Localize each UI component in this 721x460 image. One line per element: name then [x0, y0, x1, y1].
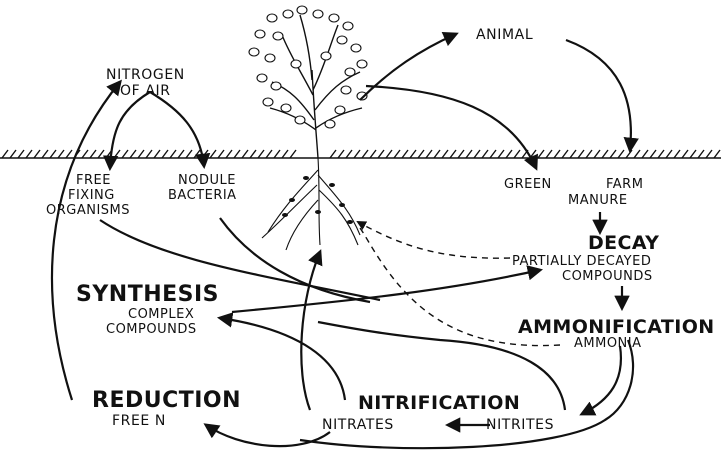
label-nitrates: NITRATES	[322, 418, 394, 432]
label-green: GREEN	[504, 178, 552, 191]
arrow-nitrates-to-reduction	[206, 425, 330, 446]
arrow-decayed-to-plant	[358, 222, 510, 258]
label-ammonia: AMMONIA	[574, 337, 642, 350]
label-ammonification: AMMONIFICATION	[518, 318, 715, 337]
label-animal: ANIMAL	[476, 28, 533, 42]
label-fixing: FIXING	[68, 189, 115, 202]
label-farm: FARM	[606, 178, 643, 191]
label-nodule: NODULE	[178, 174, 236, 187]
label-free: FREE	[76, 174, 111, 187]
arrow-animal-to-farm-manure	[566, 40, 631, 150]
label-synthesis: SYNTHESIS	[76, 284, 219, 306]
label-nitrification: NITRIFICATION	[358, 394, 520, 413]
label-bacteria: BACTERIA	[168, 189, 237, 202]
arrow-air-to-free-fixing	[110, 92, 150, 168]
label-nitrogen: NITROGEN	[106, 68, 185, 82]
label-complex: COMPLEX	[128, 308, 194, 321]
arrow-ammonification-to-nitrites	[582, 346, 621, 414]
label-of-air: OF AIR	[120, 84, 171, 98]
plant-leaves	[249, 6, 367, 128]
label-free-n: FREE N	[112, 414, 166, 428]
arrow-reduction-to-air	[52, 82, 120, 400]
arrow-synthesis-to-decayed	[232, 270, 540, 312]
label-decay: DECAY	[588, 234, 659, 253]
label-manure: MANURE	[568, 194, 628, 207]
label-compounds-decayed: COMPOUNDS	[562, 270, 653, 283]
label-reduction: REDUCTION	[92, 390, 241, 412]
label-organisms: ORGANISMS	[46, 204, 130, 217]
arrow-nitrates-to-plant	[301, 252, 320, 410]
label-compounds-complex: COMPOUNDS	[106, 323, 197, 336]
plant-roots	[262, 158, 360, 250]
label-nitrites: NITRITES	[486, 418, 554, 432]
label-partially-decayed: PARTIALLY DECAYED	[512, 255, 651, 268]
ground-line	[0, 150, 721, 158]
